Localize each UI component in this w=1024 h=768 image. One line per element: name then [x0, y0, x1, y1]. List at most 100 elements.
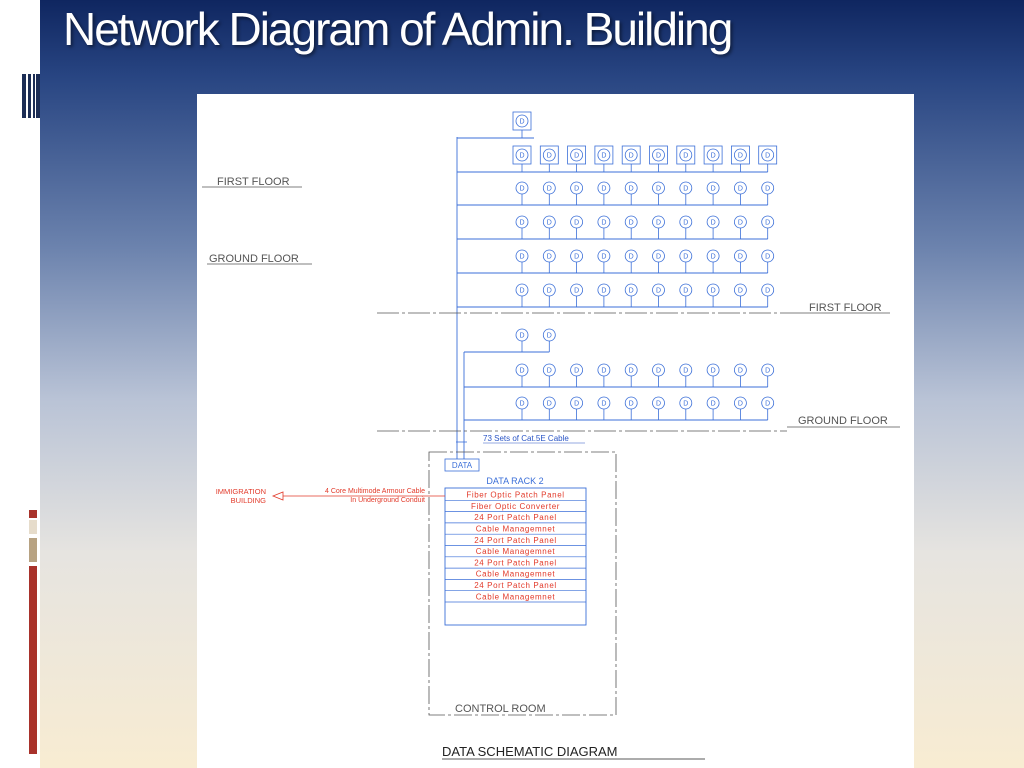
- rack-item-label: 24 Port Patch Panel: [474, 558, 557, 567]
- data-outlet-icon: [734, 181, 747, 195]
- fiber-cable-label-line2: In Underground Conduit: [350, 497, 425, 504]
- data-outlet-label: D: [765, 401, 770, 408]
- data-outlet-label: D: [574, 288, 579, 295]
- data-outlet-icon: [706, 283, 720, 297]
- data-outlet-label: D: [519, 254, 524, 261]
- data-outlet-icon: [761, 249, 775, 263]
- data-outlet-icon: [679, 215, 693, 229]
- data-outlet-icon: [515, 396, 529, 410]
- data-outlet-label: D: [601, 186, 606, 193]
- data-outlet-label: D: [629, 220, 634, 227]
- data-outlet-icon: [597, 181, 611, 195]
- data-outlet-icon: [515, 181, 529, 195]
- data-outlet-label: D: [711, 368, 716, 375]
- data-outlet-icon: [515, 363, 529, 377]
- data-outlet-label: D: [574, 368, 579, 375]
- data-outlet-label: D: [738, 186, 743, 193]
- data-outlet-icon: [761, 363, 775, 377]
- data-outlet-label: D: [711, 254, 716, 261]
- data-outlet-icon: [542, 249, 556, 263]
- decor-bars-icon: [22, 74, 40, 118]
- data-outlet-label: D: [683, 254, 688, 261]
- data-outlet-icon: [624, 283, 638, 297]
- data-outlet-icon: [734, 363, 747, 377]
- data-outlet-label: D: [711, 401, 716, 408]
- data-outlet-icon: [734, 396, 747, 410]
- data-outlet-label: D: [547, 186, 552, 193]
- data-outlet-icon: [652, 215, 665, 229]
- data-outlet-label: D: [547, 220, 552, 227]
- data-outlet-icon: [624, 148, 638, 162]
- data-outlet-icon: [597, 283, 611, 297]
- data-outlet-icon: [734, 283, 747, 297]
- data-outlet-label: D: [738, 254, 743, 261]
- data-outlet-icon: [570, 396, 584, 410]
- data-outlet-label: D: [738, 288, 743, 295]
- rack-item-label: Fiber Optic Patch Panel: [466, 491, 564, 500]
- data-outlet-icon: [542, 328, 556, 342]
- data-outlet-label: D: [519, 333, 524, 340]
- immigration-label-line1: IMMIGRATION: [216, 487, 266, 496]
- data-outlet-label: D: [519, 186, 524, 193]
- data-outlet-label: D: [629, 254, 634, 261]
- data-outlet-label: D: [711, 220, 716, 227]
- data-outlet-label: D: [765, 186, 770, 193]
- data-outlet-icon: [624, 249, 638, 263]
- data-outlet-icon: [679, 181, 693, 195]
- data-outlet-icon: [624, 363, 638, 377]
- rack-item-label: Cable Managemnet: [476, 525, 556, 534]
- data-outlet-label: D: [765, 254, 770, 261]
- control-room-label: CONTROL ROOM: [455, 703, 546, 715]
- data-outlet-icon: [761, 283, 775, 297]
- data-box: [444, 458, 480, 472]
- data-outlet-label: D: [683, 368, 688, 375]
- data-outlet-label: D: [519, 368, 524, 375]
- rack-item-label: 24 Port Patch Panel: [474, 581, 557, 590]
- data-outlet-label: D: [574, 401, 579, 408]
- data-outlet-icon: [761, 148, 775, 162]
- data-outlet-label: D: [656, 153, 661, 160]
- data-outlet-label: D: [519, 220, 524, 227]
- accent-bar-tan: [29, 538, 37, 562]
- data-outlet-label: D: [656, 254, 661, 261]
- data-outlet-label: D: [683, 220, 688, 227]
- data-outlet-icon: [515, 283, 529, 297]
- data-outlet-icon: [542, 148, 556, 162]
- data-outlet-icon: [761, 215, 775, 229]
- rack-item-label: Cable Managemnet: [476, 592, 556, 601]
- accent-bar-light: [29, 520, 37, 534]
- wiring-group: [456, 127, 769, 459]
- data-outlet-icon: [515, 114, 529, 128]
- data-outlet-icon: [706, 363, 720, 377]
- data-outlet-icon: [652, 249, 665, 263]
- data-outlet-label: D: [711, 186, 716, 193]
- data-outlet-icon: [570, 249, 584, 263]
- data-outlet-icon: [542, 283, 556, 297]
- data-outlet-label: D: [656, 186, 661, 193]
- data-outlet-icon: [652, 148, 665, 162]
- data-outlet-icon: [706, 215, 720, 229]
- data-outlet-icon: [734, 148, 747, 162]
- data-outlet-icon: [652, 396, 665, 410]
- data-outlet-icon: [679, 283, 693, 297]
- data-outlet-label: D: [629, 401, 634, 408]
- data-outlet-icon: [624, 181, 638, 195]
- data-outlet-label: D: [738, 220, 743, 227]
- data-outlet-label: D: [711, 288, 716, 295]
- data-outlet-icon: [597, 363, 611, 377]
- data-outlet-icon: [515, 215, 529, 229]
- data-outlet-icon: [679, 148, 693, 162]
- data-outlet-icon: [597, 249, 611, 263]
- data-outlet-icon: [624, 396, 638, 410]
- data-outlet-icon: [761, 181, 775, 195]
- rack-title: DATA RACK 2: [486, 476, 543, 486]
- data-outlet-label: D: [656, 368, 661, 375]
- data-outlet-icon: [761, 396, 775, 410]
- data-outlet-icon: [624, 215, 638, 229]
- rack-item-label: Cable Managemnet: [476, 570, 556, 579]
- data-outlet-label: D: [574, 153, 579, 160]
- data-outlet-label: D: [683, 288, 688, 295]
- data-outlet-label: D: [656, 401, 661, 408]
